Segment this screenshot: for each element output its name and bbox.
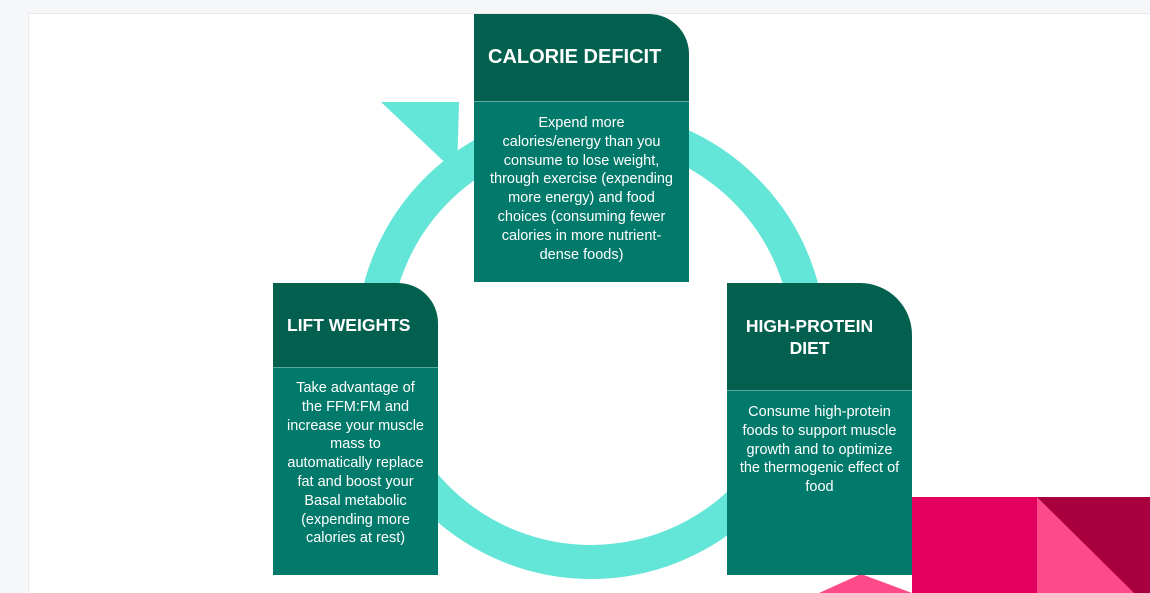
cycle-arrowhead-icon xyxy=(381,102,459,174)
card-title: CALORIE DEFICIT xyxy=(488,46,662,68)
card-lift-weights: LIFT WEIGHTS Take advantage of the FFM:F… xyxy=(273,283,438,575)
deco-pink-corner xyxy=(1037,497,1134,593)
card-high-protein-diet: HIGH-PROTEIN DIET Consume high-protein f… xyxy=(727,283,912,575)
card-header: HIGH-PROTEIN DIET xyxy=(727,283,912,390)
deco-magenta-block xyxy=(912,497,1037,593)
card-description: Consume high-protein foods to support mu… xyxy=(727,390,912,575)
card-title: LIFT WEIGHTS xyxy=(287,314,411,335)
card-calorie-deficit: CALORIE DEFICIT Expend more calories/ene… xyxy=(474,14,689,282)
card-header: CALORIE DEFICIT xyxy=(474,14,689,101)
card-title: HIGH-PROTEIN DIET xyxy=(745,315,874,358)
decorative-shapes xyxy=(819,497,1150,593)
card-header: LIFT WEIGHTS xyxy=(273,283,438,367)
deco-pink-triangle xyxy=(819,574,912,593)
card-description: Take advantage of the FFM:FM and increas… xyxy=(273,367,438,575)
diagram-canvas: CALORIE DEFICIT Expend more calories/ene… xyxy=(28,13,1150,593)
card-description: Expend more calories/energy than you con… xyxy=(474,101,689,282)
